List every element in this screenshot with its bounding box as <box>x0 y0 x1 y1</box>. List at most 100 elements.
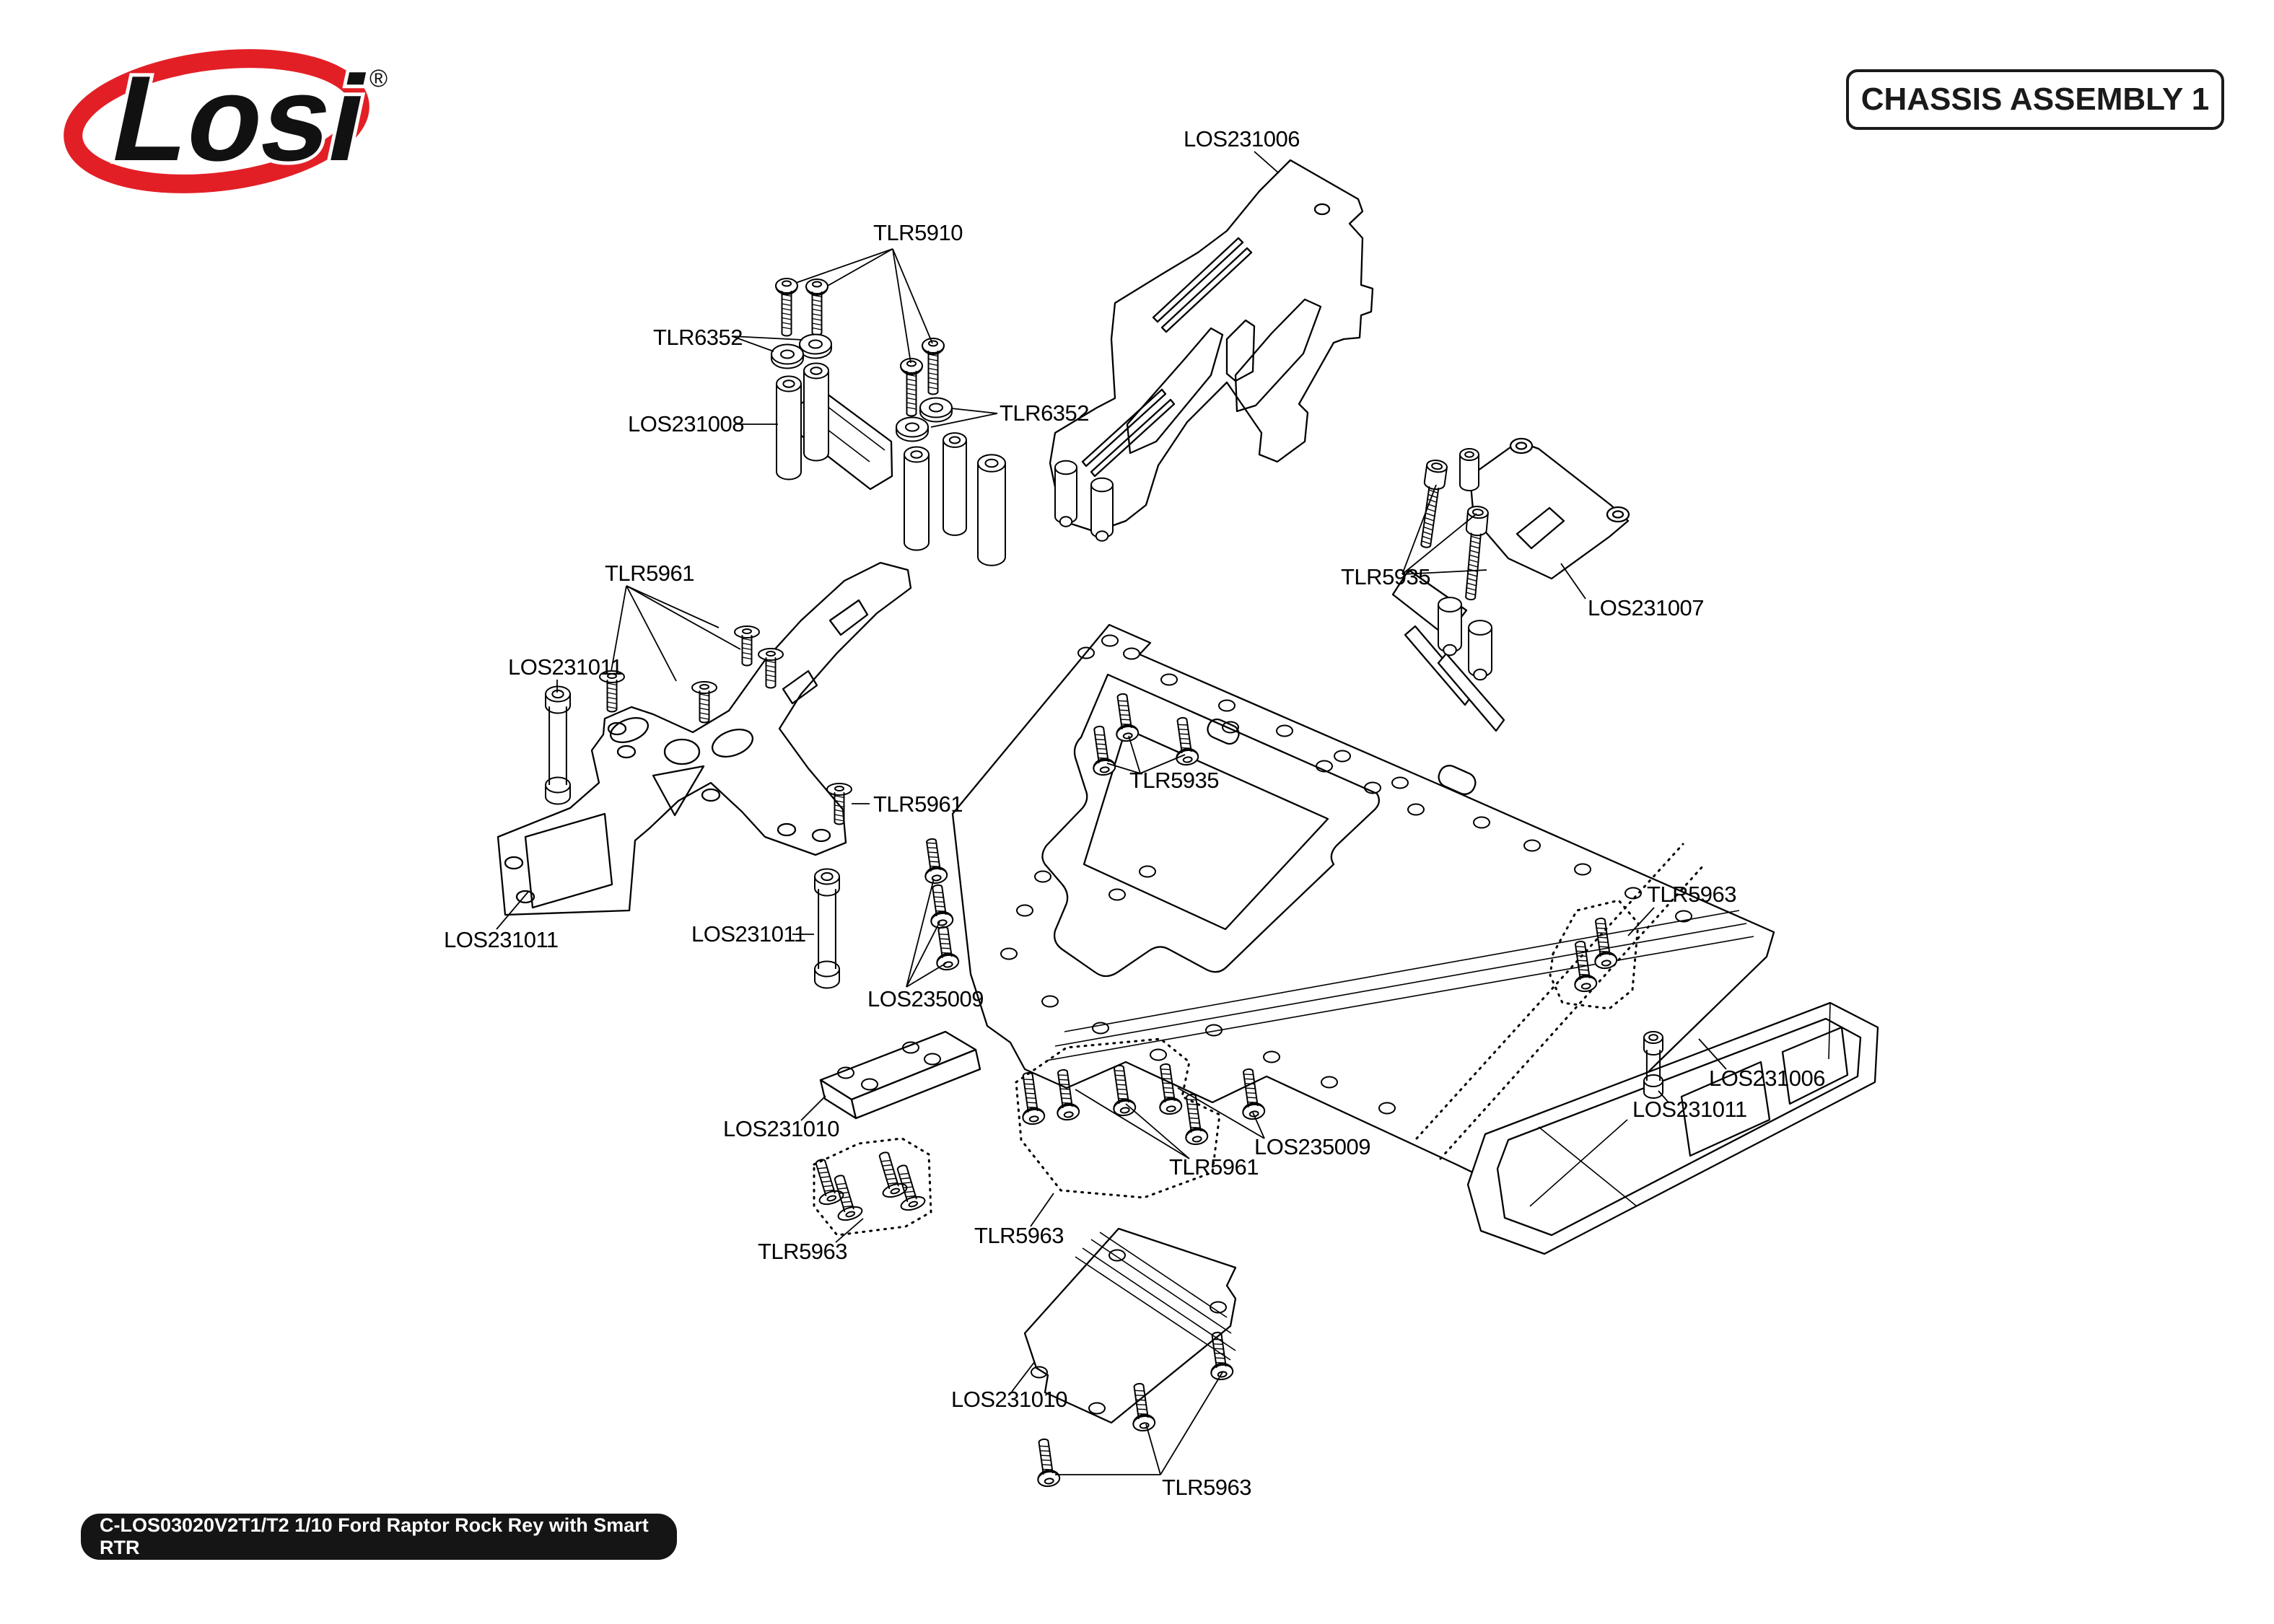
leader-line <box>731 335 774 352</box>
dotted-edge-line <box>1415 843 1684 1140</box>
dotted-group-outline <box>1549 899 1640 1010</box>
chassis-hole <box>1088 1402 1106 1415</box>
screw-csk <box>834 1175 863 1221</box>
losi-logo-text: Losi <box>101 51 379 186</box>
leader-line <box>626 585 720 628</box>
label-los231007: LOS231007 <box>1588 595 1704 620</box>
losi-logo-swoosh <box>64 49 369 193</box>
body-shell-pillar <box>1225 319 1256 382</box>
chassis-hole <box>1675 910 1692 923</box>
screw-flat <box>691 681 717 724</box>
leader-line <box>1125 1103 1190 1159</box>
label-tlr6352-right: TLR6352 <box>1000 400 1089 426</box>
screw-csk <box>815 1159 844 1206</box>
chassis-hole <box>1000 947 1018 960</box>
leader-line <box>906 878 935 988</box>
standoff-post <box>814 868 840 989</box>
screw-flat <box>758 648 784 689</box>
mount-post <box>977 454 1006 566</box>
standoff-post <box>1643 1030 1663 1100</box>
mount-post <box>1090 477 1114 542</box>
label-los231006-top: LOS231006 <box>1184 126 1300 152</box>
leader-line <box>1401 513 1477 575</box>
part-rear-tower <box>1391 437 1630 732</box>
label-tlr5961-bottom: TLR5961 <box>1169 1154 1259 1180</box>
leader-line <box>827 248 893 286</box>
hardware-layer <box>545 278 1663 1488</box>
washer <box>799 333 832 359</box>
chassis-hole <box>1139 865 1156 878</box>
label-los235009-left: LOS235009 <box>867 986 984 1011</box>
screw-button <box>1116 693 1140 742</box>
label-tlr5963-center: TLR5963 <box>974 1223 1064 1248</box>
part-upper-brace-plate <box>497 561 912 916</box>
label-los231008: LOS231008 <box>628 411 744 436</box>
screw-csk <box>896 1164 926 1211</box>
label-tlr5961-top: TLR5961 <box>605 561 694 586</box>
screw-csk <box>878 1151 908 1198</box>
screw-flat <box>599 670 625 713</box>
chassis-hole <box>1263 1050 1280 1063</box>
leader-line <box>1106 763 1141 774</box>
leader-line <box>611 585 627 672</box>
leader-line <box>795 248 893 284</box>
leader-line <box>906 921 940 988</box>
chassis-hole <box>1123 647 1140 660</box>
part-tray-cover <box>1023 1227 1237 1424</box>
chassis-hole <box>1378 1102 1396 1115</box>
label-tlr6352-left: TLR6352 <box>653 325 743 350</box>
label-tlr5963-left: TLR5963 <box>758 1239 847 1264</box>
registered-mark: ® <box>369 65 388 92</box>
screw-button <box>775 278 798 337</box>
mount-post <box>943 432 967 536</box>
leader-line <box>496 891 529 930</box>
mount-post <box>1438 597 1462 657</box>
chassis-hole <box>1473 816 1490 829</box>
page-title: CHASSIS ASSEMBLY 1 <box>1860 82 2210 117</box>
mount-post <box>1459 447 1479 492</box>
screw-button <box>1113 1064 1137 1117</box>
chassis-hole <box>1041 995 1059 1008</box>
chassis-center-tray <box>1041 673 1381 978</box>
leader-line <box>950 408 998 414</box>
leader-line <box>1160 1371 1223 1475</box>
screw-button <box>1594 917 1618 970</box>
leader-line <box>626 585 677 682</box>
screw-button <box>1057 1068 1080 1121</box>
screw-button <box>1159 1063 1183 1115</box>
leader-line <box>1011 1361 1036 1392</box>
label-tlr5910: TLR5910 <box>873 220 963 245</box>
screw-button <box>900 358 923 417</box>
chassis-hole <box>1150 1048 1167 1061</box>
screw-button <box>1185 1093 1209 1146</box>
standoff-post <box>545 685 571 805</box>
footer-bar: C-LOS03020V2T1/T2 1/10 Ford Raptor Rock … <box>81 1514 677 1560</box>
leader-line <box>1560 563 1586 600</box>
chassis-hole <box>1108 888 1126 901</box>
leader-line <box>1075 1089 1190 1159</box>
screw-button <box>1176 716 1199 766</box>
chassis-hole <box>1218 699 1236 712</box>
footer-text: C-LOS03020V2T1/T2 1/10 Ford Raptor Rock … <box>100 1514 649 1558</box>
leader-line <box>626 585 741 650</box>
label-los231011-center: LOS231011 <box>691 921 806 947</box>
label-tlr5961-right: TLR5961 <box>873 791 963 817</box>
chassis-hole <box>861 1078 878 1091</box>
screw-button <box>805 278 828 336</box>
chassis-hole <box>902 1041 919 1054</box>
leader-line <box>1401 569 1487 575</box>
chassis-hole <box>1034 870 1051 883</box>
leader-line <box>1128 735 1141 774</box>
dotted-group-outline <box>1015 1037 1221 1199</box>
leader-line <box>1401 484 1437 575</box>
chassis-hole <box>1077 646 1095 659</box>
chassis-hole <box>1205 1024 1223 1037</box>
screw-button <box>1574 940 1598 993</box>
hole-layer <box>837 634 1692 1415</box>
chassis-hole <box>1391 776 1409 789</box>
leader-line <box>1698 1038 1727 1070</box>
leader-line <box>1254 151 1280 174</box>
dotted-group-outline <box>813 1137 932 1237</box>
chassis-hole <box>1210 1301 1227 1314</box>
